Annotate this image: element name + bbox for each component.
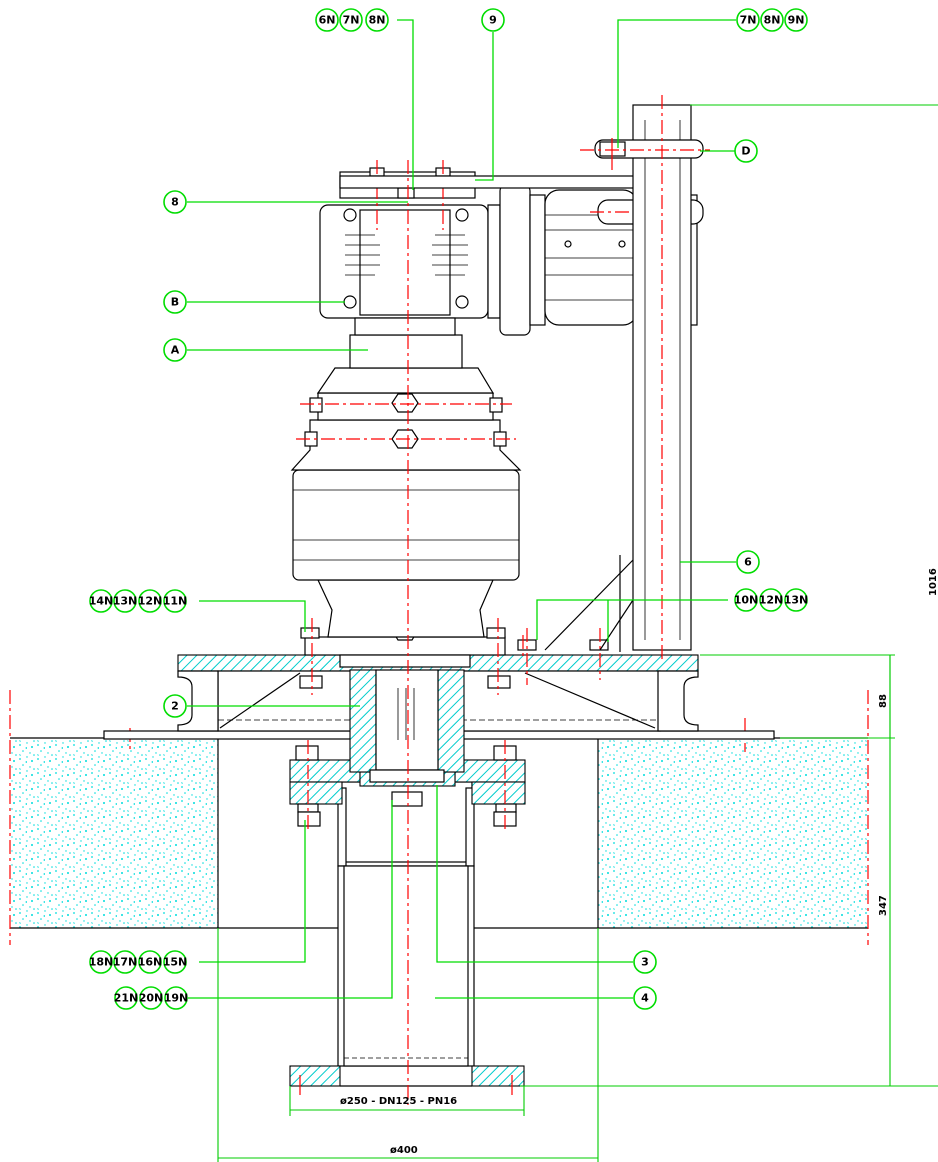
callout-12n: 12N [138,589,163,613]
callout-right-7n: 7N [736,8,760,32]
svg-text:8N: 8N [369,14,386,27]
concrete-floor [9,690,869,945]
worm-gear-housing [319,160,531,336]
svg-text:12N: 12N [138,595,163,608]
svg-text:7N: 7N [343,14,360,27]
svg-text:16N: 16N [138,956,163,969]
svg-text:9N: 9N [788,14,805,27]
svg-text:9: 9 [489,14,497,27]
shaft-sleeve [349,669,465,783]
callout-d: D [734,139,758,163]
callout-b: B [163,290,187,314]
svg-text:20N: 20N [139,992,164,1005]
dim-total-height: 1016 [928,568,938,596]
svg-text:3: 3 [641,956,649,969]
svg-text:21N: 21N [114,992,139,1005]
callout-6: 6 [736,550,760,574]
svg-text:2: 2 [171,700,179,713]
dimension-lines [217,104,938,1162]
callout-14n: 14N [89,589,114,613]
callout-right-9n: 9N [784,8,808,32]
callout-2: 2 [163,694,187,718]
callout-19n: 19N [164,986,189,1010]
svg-text:17N: 17N [113,956,138,969]
svg-text:4: 4 [641,992,649,1005]
callout-21n: 21N [114,986,139,1010]
callout-18n: 18N [89,950,114,974]
svg-text:13N: 13N [113,595,138,608]
callout-4: 4 [633,986,657,1010]
callout-8: 8 [163,190,187,214]
svg-text:7N: 7N [740,14,757,27]
lower-pipe [289,781,525,1087]
dim-flange: ø250 - DN125 - PN16 [340,1096,457,1107]
callout-17n: 17N [113,950,138,974]
callout-right-13n: 13N [784,588,809,612]
callout-6n: 6N [315,8,339,32]
svg-text:12N: 12N [759,594,784,607]
callout-right-12n: 12N [759,588,784,612]
callout-3: 3 [633,950,657,974]
svg-text:A: A [171,344,180,357]
callout-10n: 10N [734,588,759,612]
callout-16n: 16N [138,950,163,974]
callout-8n: 8N [365,8,389,32]
callout-11n: 11N [163,589,188,613]
svg-text:13N: 13N [784,594,809,607]
svg-text:14N: 14N [89,595,114,608]
dim-base: ø400 [390,1145,418,1156]
svg-text:6: 6 [744,556,752,569]
callout-right-8n: 8N [760,8,784,32]
callout-a: A [163,338,187,362]
svg-text:B: B [171,296,179,309]
svg-text:11N: 11N [163,595,188,608]
svg-text:15N: 15N [163,956,188,969]
dim-347: 347 [878,895,889,916]
dim-88: 88 [878,694,889,708]
callout-20n: 20N [139,986,164,1010]
svg-text:D: D [741,145,750,158]
svg-text:8N: 8N [764,14,781,27]
svg-text:6N: 6N [319,14,336,27]
callout-7n: 7N [339,8,363,32]
callout-9: 9 [481,8,505,32]
callout-15n: 15N [163,950,188,974]
svg-text:8: 8 [171,196,179,209]
planetary-gearbox [290,334,522,638]
leader-lines [187,19,736,999]
svg-text:18N: 18N [89,956,114,969]
callout-13n: 13N [113,589,138,613]
svg-text:10N: 10N [734,594,759,607]
svg-text:19N: 19N [164,992,189,1005]
